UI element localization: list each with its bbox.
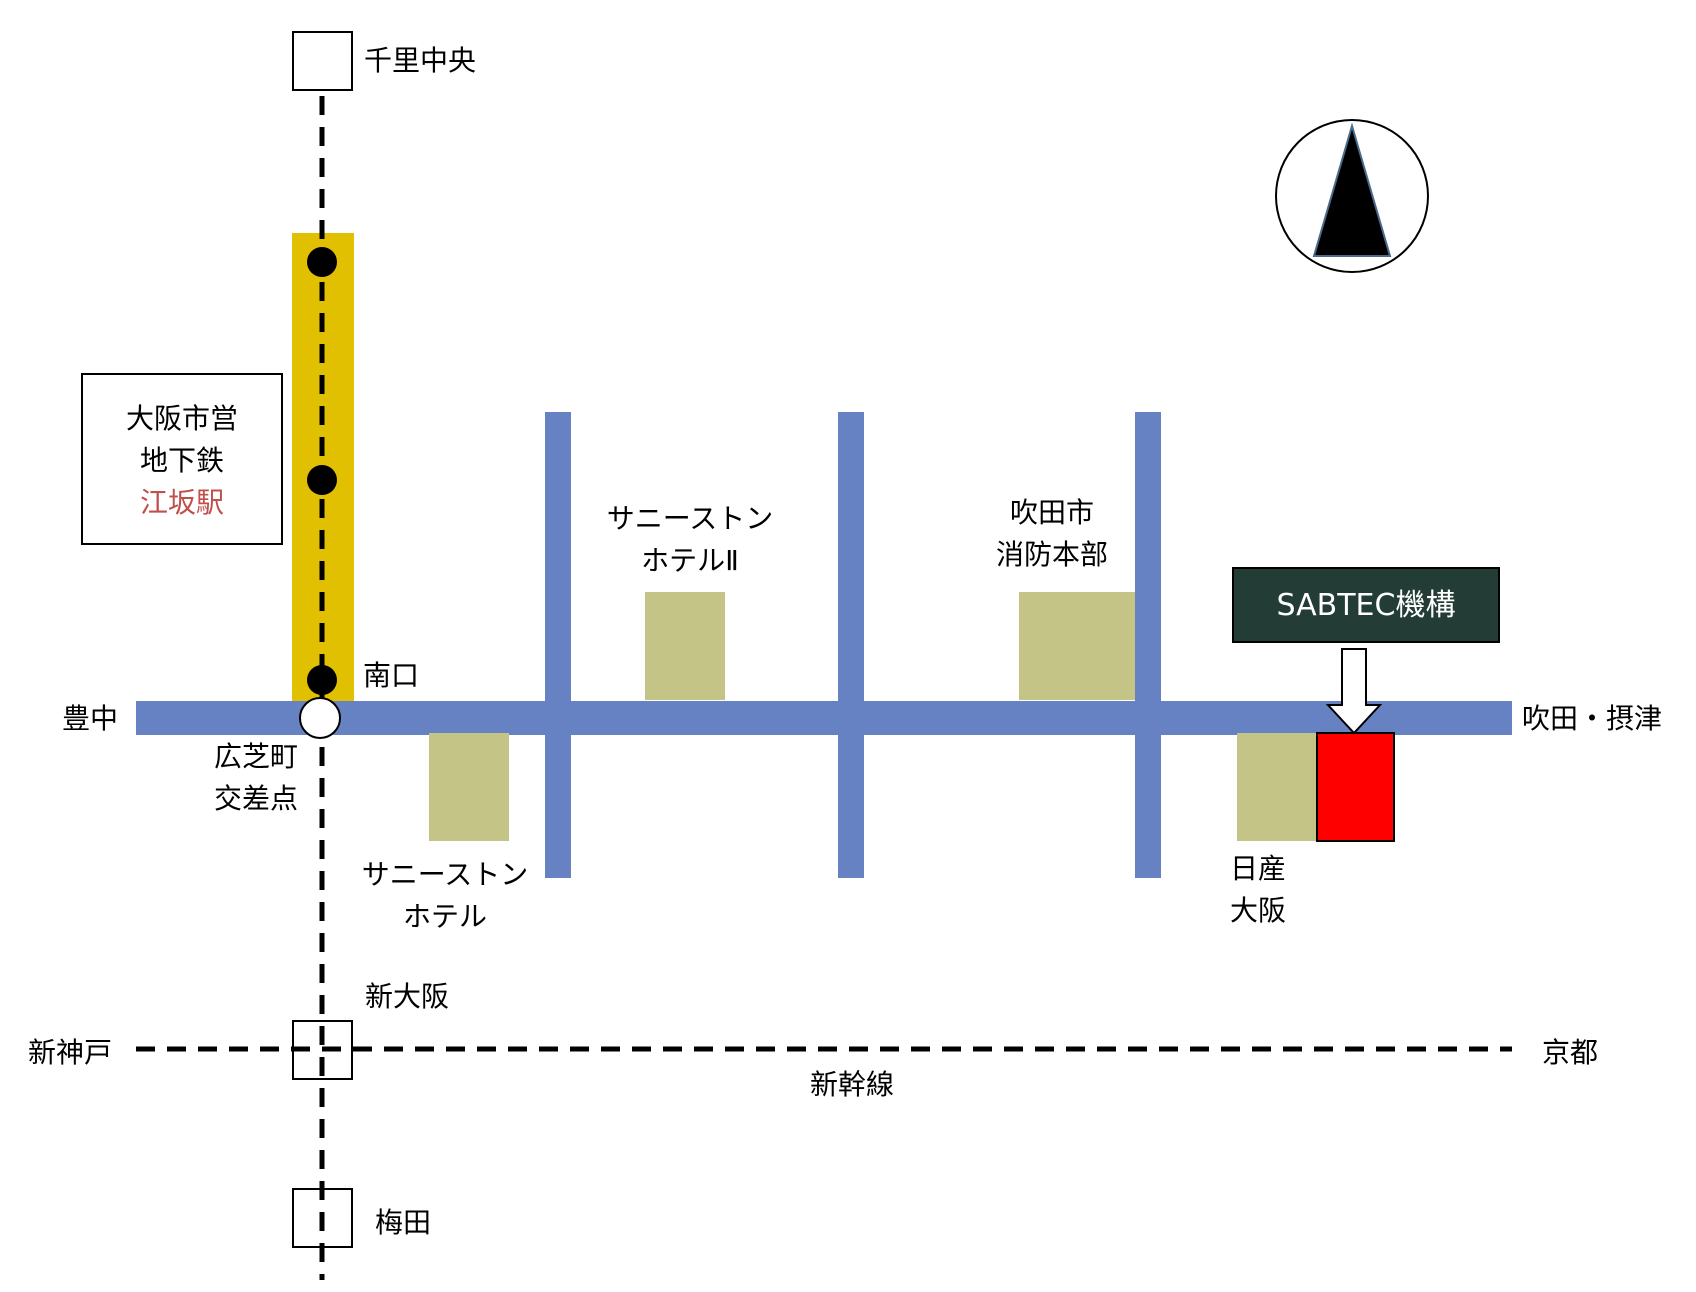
subway-info-box (81, 373, 283, 545)
station-label-umeda: 梅田 (375, 1206, 431, 1239)
station-box-umeda (292, 1188, 353, 1248)
side-road-1 (545, 412, 571, 878)
landmark-nissan-line2: 大阪 (1230, 894, 1286, 927)
side-road-3 (1135, 412, 1161, 878)
north-arrow-icon (1275, 119, 1429, 273)
road-label-toyonaka: 豊中 (62, 702, 118, 735)
target-sign (1232, 567, 1500, 643)
landmark-sunny-stone-2-line1: サニーストン (607, 502, 774, 535)
landmark-sunny-stone-2-line2: ホテルⅡ (641, 544, 739, 577)
main-road (136, 701, 1512, 735)
shinkansen-label-name: 新幹線 (810, 1068, 894, 1101)
station-label-senri-chuo: 千里中央 (364, 44, 476, 77)
station-label-minamiguchi: 南口 (363, 659, 419, 692)
subway-dot-3 (307, 665, 337, 695)
intersection-marker (299, 697, 341, 739)
shinkansen-label-east: 京都 (1542, 1036, 1598, 1069)
road-label-suita-settsu: 吹田・摂津 (1522, 702, 1662, 735)
subway-info-station-name: 江坂駅 (140, 486, 224, 519)
shinkansen-label-west: 新神戸 (28, 1036, 112, 1069)
down-arrow-icon (1325, 648, 1383, 735)
station-box-senri-chuo (292, 31, 353, 91)
landmark-fire-dept-line2: 消防本部 (996, 538, 1108, 571)
target-sign-text: SABTEC機構 (1277, 588, 1456, 623)
station-box-shin-osaka (292, 1020, 353, 1080)
building-nissan-osaka (1237, 733, 1317, 841)
building-fire-department (1019, 592, 1135, 700)
subway-dot-1 (307, 247, 337, 277)
building-sunny-stone-hotel (429, 733, 509, 841)
landmark-sunny-stone-line1: サニーストン (362, 858, 529, 891)
subway-info-line1: 大阪市営 (126, 402, 238, 435)
intersection-label-line2: 交差点 (214, 782, 298, 815)
target-building-sabtec (1316, 732, 1395, 842)
side-road-2 (838, 412, 864, 878)
intersection-label-line1: 広芝町 (214, 740, 298, 773)
subway-dot-2 (307, 465, 337, 495)
station-label-shin-osaka: 新大阪 (365, 980, 449, 1013)
landmark-sunny-stone-line2: ホテル (403, 900, 487, 933)
landmark-nissan-line1: 日産 (1230, 852, 1286, 885)
building-sunny-stone-hotel-2 (645, 592, 725, 700)
landmark-fire-dept-line1: 吹田市 (1010, 496, 1094, 529)
subway-info-line2: 地下鉄 (140, 444, 224, 477)
